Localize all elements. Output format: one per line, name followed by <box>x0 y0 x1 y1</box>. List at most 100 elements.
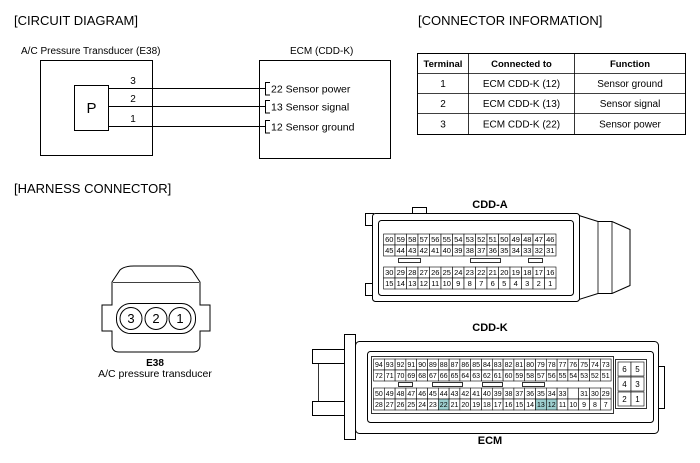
pin-label: 24 <box>418 402 426 409</box>
pin-label: 15 <box>385 279 393 288</box>
pin-label: 23 <box>466 268 474 277</box>
pin-label: 6 <box>622 365 627 374</box>
pin-label: 12 <box>548 402 556 409</box>
pin-label: 26 <box>431 268 439 277</box>
pin-label: 1 <box>548 279 552 288</box>
pin-label: 54 <box>569 373 577 380</box>
table-cell: ECM CDD-K (12) <box>483 79 560 90</box>
table-cell: 1 <box>440 79 446 90</box>
harness-connector-title: [HARNESS CONNECTOR] <box>14 181 171 196</box>
pin-label: 35 <box>500 246 508 255</box>
pin-label: 77 <box>559 362 567 369</box>
pin-label: 37 <box>477 246 485 255</box>
pin-label: 76 <box>569 362 577 369</box>
pin-label: 46 <box>418 391 426 398</box>
pin-label: 94 <box>375 362 383 369</box>
pin-label: 24 <box>454 268 462 277</box>
pin-label: 1 <box>635 395 640 404</box>
ecm-side-frame <box>615 359 647 409</box>
pin-label: 22 <box>440 402 448 409</box>
e38-pin-label: 3 <box>127 311 134 326</box>
pin-cell <box>630 361 645 377</box>
table-cell: Sensor signal <box>600 99 661 110</box>
cdd-a-plug <box>578 214 631 301</box>
e38-name: E38 <box>146 358 164 369</box>
ecm-connector-label: ECM <box>478 435 502 447</box>
pin-label: 12 <box>420 279 428 288</box>
pin-label: 16 <box>546 268 554 277</box>
pin-label: 30 <box>385 268 393 277</box>
pin-label: 73 <box>602 362 610 369</box>
pin-label: 10 <box>443 279 451 288</box>
pin-label: 63 <box>472 373 480 380</box>
table-cell: 2 <box>440 99 446 110</box>
pin-label: 17 <box>494 402 502 409</box>
circuit-diagram-title: [CIRCUIT DIAGRAM] <box>14 13 138 28</box>
pin-label: 51 <box>489 235 497 244</box>
connector-information-title: [CONNECTOR INFORMATION] <box>418 13 602 28</box>
pin-label: 28 <box>375 402 383 409</box>
pin-label: 6 <box>491 279 495 288</box>
pin-label: 92 <box>397 362 405 369</box>
pin-label: 67 <box>429 373 437 380</box>
pin-label: 7 <box>479 279 483 288</box>
pin-label: 41 <box>431 246 439 255</box>
pin-label: 50 <box>375 391 383 398</box>
ecm-tab <box>312 401 347 416</box>
pin-label: 33 <box>523 246 531 255</box>
ecm-key <box>482 382 503 387</box>
pin-cell <box>544 244 557 257</box>
pin-label: 42 <box>420 246 428 255</box>
cdd-a-label: CDD-A <box>472 199 507 211</box>
pin-cell <box>567 387 580 400</box>
ecm-latch <box>344 334 356 440</box>
pin-label: 15 <box>515 402 523 409</box>
ecm-terminal-label: 13 Sensor signal <box>271 102 349 114</box>
pin-label: 66 <box>440 373 448 380</box>
table-header: Function <box>610 59 650 70</box>
pin-label: 60 <box>505 373 513 380</box>
cdd-k-label: CDD-K <box>472 322 507 334</box>
pin-label: 36 <box>526 391 534 398</box>
connector-info-table: Terminal Connected to Function 1 ECM CDD… <box>417 53 686 135</box>
pin-label: 20 <box>461 402 469 409</box>
terminal-bracket <box>265 100 270 114</box>
pin-cell <box>630 376 645 392</box>
pin-label: 40 <box>483 391 491 398</box>
pin-label: 44 <box>440 391 448 398</box>
pin-label: 89 <box>429 362 437 369</box>
sensor-box <box>40 60 153 156</box>
pin-label: 43 <box>408 246 416 255</box>
ecm-label: ECM (CDD-K) <box>290 46 353 57</box>
pin-label: 2 <box>537 279 541 288</box>
pin-label: 4 <box>622 380 627 389</box>
pin-label: 9 <box>456 279 460 288</box>
pin-label: 80 <box>526 362 534 369</box>
pin-label: 31 <box>580 391 588 398</box>
pin-label: 49 <box>386 391 394 398</box>
table-header: Connected to <box>491 59 552 70</box>
pin-label: 7 <box>604 402 608 409</box>
pin-label: 33 <box>559 391 567 398</box>
pin-label: 65 <box>451 373 459 380</box>
pin-label: 3 <box>525 279 529 288</box>
pin-label: 4 <box>514 279 518 288</box>
cdd-a-key <box>398 258 421 263</box>
pin-label: 59 <box>515 373 523 380</box>
pin-label: 51 <box>602 373 610 380</box>
pin-label: 57 <box>537 373 545 380</box>
pin-label: 39 <box>454 246 462 255</box>
pin-label: 38 <box>505 391 513 398</box>
pin-label: 13 <box>537 402 545 409</box>
pin-cell <box>599 398 612 411</box>
cdd-a-key <box>470 258 501 263</box>
e38-description: A/C pressure transducer <box>98 368 212 380</box>
pin-label: 53 <box>466 235 474 244</box>
e38-pin-label: 1 <box>176 311 183 326</box>
e38-pin-2 <box>144 307 168 330</box>
pin-label: 48 <box>523 235 531 244</box>
pin-label: 82 <box>505 362 513 369</box>
pin-label: 20 <box>500 268 508 277</box>
table-cell: Sensor power <box>599 120 661 131</box>
